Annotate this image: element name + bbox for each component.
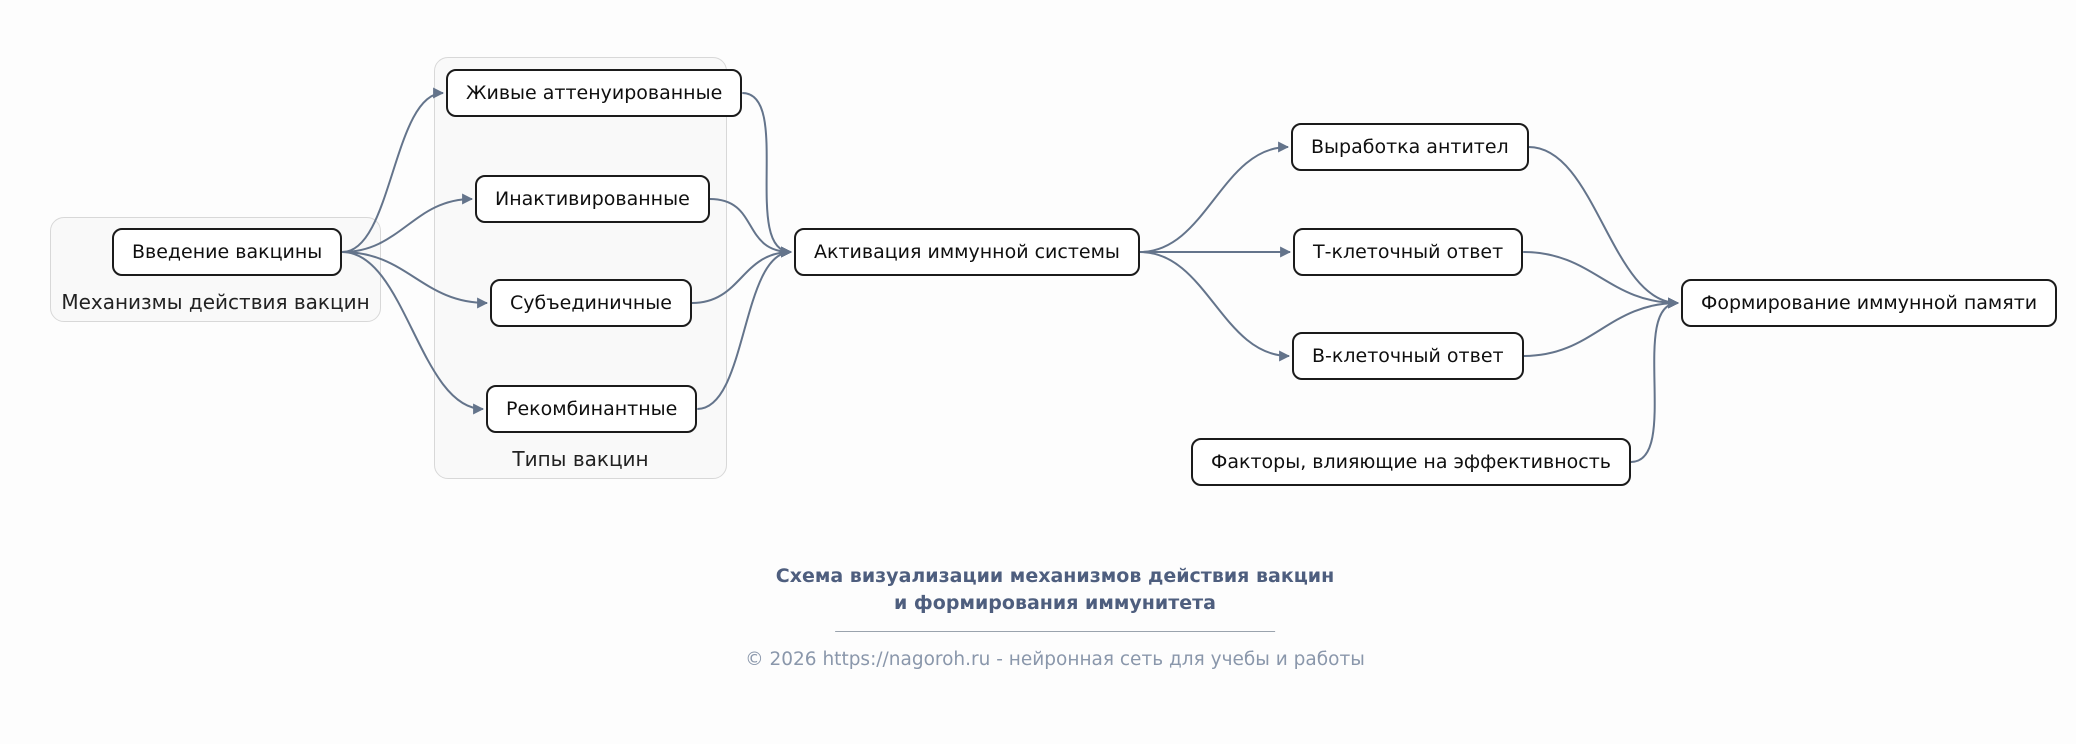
node-immune-memory-formation: Формирование иммунной памяти: [1681, 279, 2058, 327]
caption-block: Схема визуализации механизмов действия в…: [745, 563, 1365, 670]
edge-aktivacia-to-b_otvet: [1139, 251, 1291, 362]
node-effectiveness-factors: Факторы, влияющие на эффективность: [1191, 438, 1631, 486]
edge-t_otvet-to-formirovanie: [1523, 251, 1680, 309]
node-vaccine-introduction: Введение вакцины: [112, 228, 343, 276]
diagram-title-line1: Схема визуализации механизмов действия в…: [775, 565, 1335, 587]
divider-line: [834, 631, 1275, 632]
node-t-cell-response: Т-клеточный ответ: [1293, 228, 1524, 276]
edge-b_otvet-to-formirovanie: [1523, 297, 1680, 357]
node-immune-system-activation: Активация иммунной системы: [794, 228, 1140, 276]
node-recombinant: Рекомбинантные: [486, 385, 698, 433]
copyright-text: © 2026 https://nagoroh.ru - нейронная се…: [745, 649, 1365, 670]
node-subunit: Субъединичные: [490, 279, 692, 327]
edge-aktivacia-to-vyrabotka: [1139, 141, 1290, 253]
group-vaccine-mechanisms: Механизмы действия вакцин: [50, 217, 381, 322]
group-vaccine-types-label: Типы вакцин: [512, 447, 649, 471]
node-inactivated: Инактивированные: [475, 175, 710, 223]
edge-zhivye-to-aktivacia: [742, 92, 793, 258]
edge-faktory-to-formirovanie: [1630, 297, 1680, 463]
diagram-title: Схема визуализации механизмов действия в…: [745, 563, 1365, 617]
group-vaccine-mechanisms-label: Механизмы действия вакцин: [61, 290, 370, 314]
node-b-cell-response: В-клеточный ответ: [1292, 332, 1524, 380]
edge-vyrabotka-to-formirovanie: [1528, 146, 1680, 309]
node-antibody-production: Выработка антител: [1291, 123, 1529, 171]
diagram-title-line2: и формирования иммунитета: [894, 592, 1216, 614]
node-live-attenuated: Живые аттенуированные: [446, 69, 743, 117]
